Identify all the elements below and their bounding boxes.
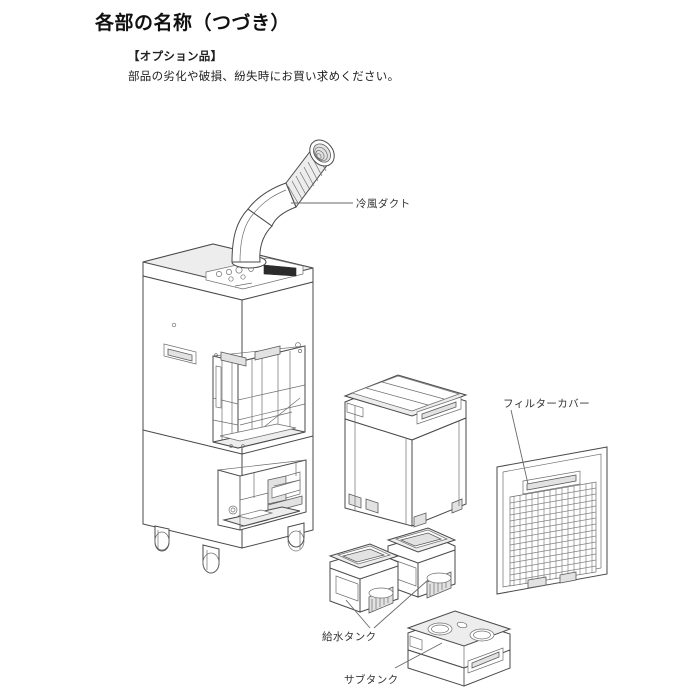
callout-label-sub-tank: サブタンク [344,674,399,686]
display-window [263,264,297,277]
main-unit [142,243,314,574]
leader-filter [510,409,529,485]
water-supply-tanks [328,527,457,614]
leader-tank-left [345,599,371,629]
cabinet-box [343,374,468,528]
leader-tank-right [373,579,429,629]
sub-tank-tray [406,610,512,687]
lower-compartment-interior [217,459,307,531]
flexible-cold-air-duct [231,139,335,269]
section-heading: 【オプション品】 [128,51,223,63]
casters [154,522,305,574]
page-title: 各部の名称（つづき） [95,13,291,34]
leader-lines [291,202,529,669]
leader-subtank [394,642,443,669]
callout-label-duct: 冷風ダクト [356,198,411,210]
filter-cover-panel [496,446,608,595]
control-panel [205,257,304,290]
callout-label-water-supply-tank: 給水タンク [322,631,377,643]
section-body-text: 部品の劣化や破損、紛失時にお買い求めください。 [128,71,400,83]
water-tank-left [328,543,400,614]
upper-compartment-interior [212,342,306,449]
callout-label-filter-cover: フィルターカバー [503,398,590,410]
